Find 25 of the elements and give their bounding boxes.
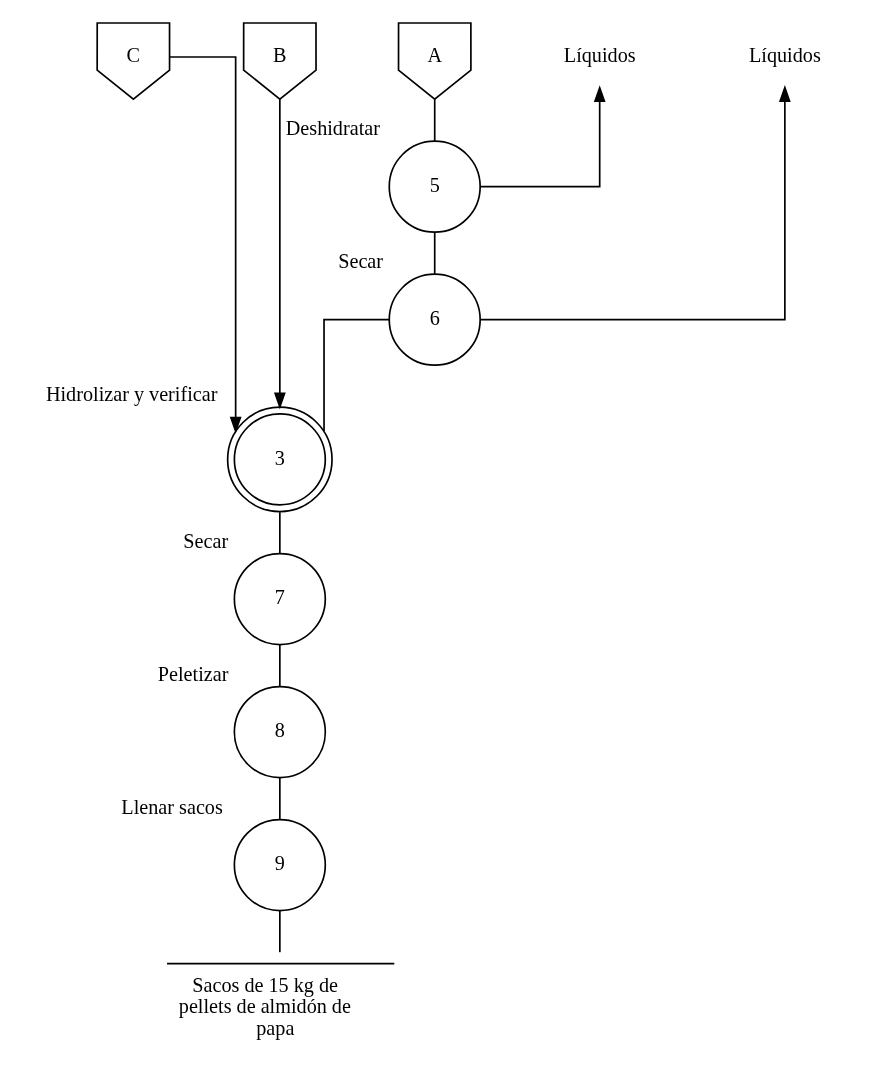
node-label: Deshidratar xyxy=(285,117,380,140)
connector xyxy=(323,318,390,432)
node-label: Secar xyxy=(338,250,384,273)
node-circle: 8 xyxy=(233,685,327,779)
connector xyxy=(279,511,281,555)
connector xyxy=(433,98,436,142)
connector xyxy=(279,777,281,821)
arrow xyxy=(168,56,242,434)
connector xyxy=(433,231,436,275)
node-text: Sacos de 15 kg de pellets de almidón de papa xyxy=(178,973,351,1040)
node-text: Líquidos xyxy=(563,44,636,67)
arrow xyxy=(273,98,286,410)
node-text: Líquidos xyxy=(748,44,821,67)
connector xyxy=(279,910,281,954)
node-circle: 6 xyxy=(388,273,481,366)
node-circle: 7 xyxy=(233,552,327,646)
node-label: Hidrolizar y verificar xyxy=(45,383,218,406)
node-circle: 5 xyxy=(388,140,481,233)
connector xyxy=(279,644,281,688)
node-label: Secar xyxy=(183,529,229,552)
arrow xyxy=(479,85,606,188)
node-label: Llenar sacos xyxy=(121,795,223,818)
node-label: Peletizar xyxy=(157,662,229,685)
node-circle: 9 xyxy=(233,818,327,912)
arrow xyxy=(479,85,791,321)
